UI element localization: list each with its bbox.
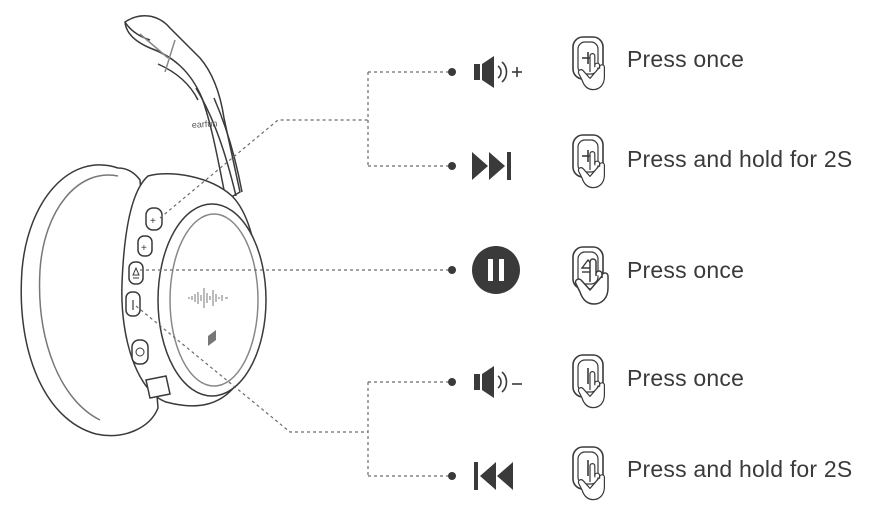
label-next-track: Press and hold for 2S bbox=[627, 146, 853, 172]
button-strip: + + bbox=[125, 207, 171, 399]
leader-endpoints bbox=[448, 68, 456, 480]
leader-line-minus bbox=[135, 305, 368, 433]
brand-label: earfun bbox=[191, 118, 217, 130]
small-logo bbox=[208, 330, 216, 346]
speaker-minus-icon bbox=[474, 366, 522, 398]
minus-button-hold-icon bbox=[572, 446, 606, 501]
next-track-icon bbox=[472, 152, 511, 180]
leader-lines bbox=[135, 71, 452, 477]
headband bbox=[124, 15, 241, 202]
headphone-illustration: + + bbox=[20, 15, 267, 437]
label-volume-up: Press once bbox=[627, 46, 745, 72]
speaker-plus-icon bbox=[474, 56, 522, 88]
svg-text:+: + bbox=[150, 216, 156, 227]
waveform-logo bbox=[188, 288, 228, 308]
plus-button-press-icon bbox=[572, 36, 606, 91]
label-play-pause: Press once bbox=[627, 257, 745, 283]
ear-cup-face bbox=[157, 203, 267, 397]
minus-button-press-icon bbox=[572, 354, 606, 409]
svg-text:+: + bbox=[141, 243, 147, 254]
previous-track-icon bbox=[474, 462, 513, 490]
label-volume-down: Press once bbox=[627, 365, 745, 391]
plus-button-hold-icon bbox=[572, 134, 606, 189]
pause-icon bbox=[472, 246, 520, 294]
multifunction-button-press-icon bbox=[572, 246, 609, 305]
label-previous-track: Press and hold for 2S bbox=[627, 456, 853, 482]
